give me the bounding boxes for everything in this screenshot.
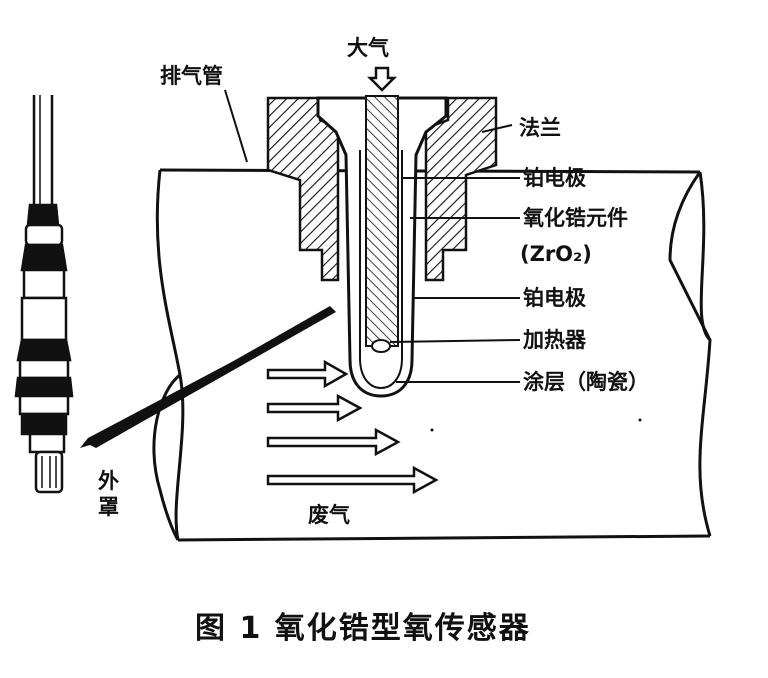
exhaust-flow-arrows bbox=[266, 359, 439, 495]
label-outer-cover: 外罩 bbox=[98, 469, 119, 519]
label-exhaust-pipe: 排气管 bbox=[160, 64, 223, 88]
label-coating: 涂层（陶瓷） bbox=[523, 370, 649, 394]
label-exhaust-gas: 废气 bbox=[308, 503, 350, 527]
speck bbox=[430, 428, 434, 432]
label-zirconia-element: 氧化锆元件 bbox=[523, 206, 628, 230]
label-platinum-electrode-bottom: 铂电极 bbox=[523, 286, 586, 310]
label-zirconia-formula: (ZrO₂) bbox=[520, 242, 592, 266]
label-heater: 加热器 bbox=[523, 328, 586, 352]
label-platinum-electrode-top: 铂电极 bbox=[523, 166, 586, 190]
label-flange: 法兰 bbox=[519, 116, 561, 140]
label-atmosphere: 大气 bbox=[347, 36, 389, 60]
heater-rod bbox=[365, 95, 399, 353]
atmosphere-arrow bbox=[366, 66, 398, 92]
oxygen-sensor bbox=[14, 95, 74, 494]
figure-caption: 图 1 氧化锆型氧传感器 bbox=[195, 611, 531, 646]
flange bbox=[266, 96, 498, 282]
speck bbox=[638, 418, 642, 422]
pointer-arrow bbox=[80, 306, 336, 448]
